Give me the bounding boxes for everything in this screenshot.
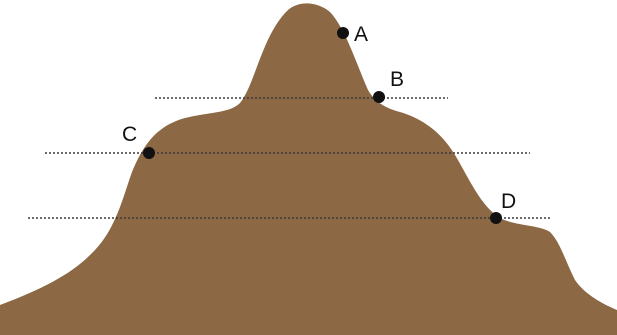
- point-c-marker: [143, 147, 155, 159]
- point-a-marker: [337, 27, 349, 39]
- point-d-marker: [490, 212, 502, 224]
- point-b-marker: [373, 91, 385, 103]
- point-a-label: A: [354, 23, 368, 46]
- points: [143, 27, 502, 224]
- mountain-silhouette: [0, 3, 617, 335]
- point-labels: A B C D: [122, 23, 516, 213]
- point-d-label: D: [501, 190, 516, 213]
- point-c-label: C: [122, 123, 137, 146]
- point-b-label: B: [390, 68, 404, 91]
- contour-lines: [28, 97, 552, 219]
